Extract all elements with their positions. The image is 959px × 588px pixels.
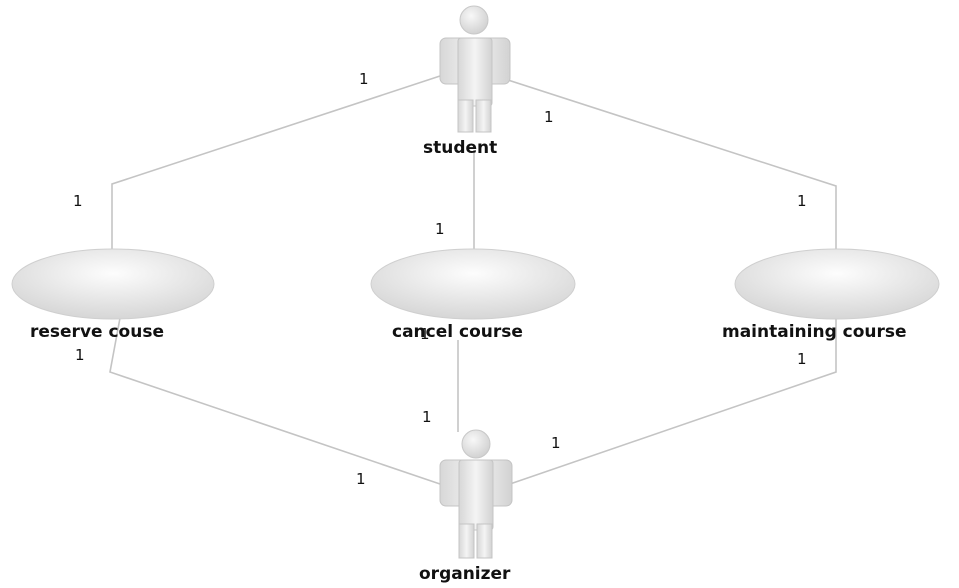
use-case-cancel-ellipse[interactable] xyxy=(370,248,576,320)
mult-organizer-maintain: 1 xyxy=(551,434,561,452)
use-case-reserve-ellipse[interactable] xyxy=(11,248,215,320)
mult-maintain-student: 1 xyxy=(797,192,807,210)
mult-maintain-organizer: 1 xyxy=(797,350,807,368)
assoc-student-reserve[interactable] xyxy=(111,75,441,250)
organizer-actor-icon[interactable] xyxy=(439,429,513,559)
mult-organizer-reserve: 1 xyxy=(356,470,366,488)
use-case-reserve-label: reserve couse xyxy=(30,322,164,342)
mult-student-maintain: 1 xyxy=(544,108,554,126)
use-case-cancel-label: cancel course xyxy=(392,322,523,342)
mult-reserve-organizer: 1 xyxy=(75,346,85,364)
organizer-label: organizer xyxy=(419,564,511,584)
assoc-organizer-reserve[interactable] xyxy=(109,317,441,485)
assoc-student-maintain[interactable] xyxy=(507,79,837,250)
student-actor-icon[interactable] xyxy=(439,5,511,133)
mult-reserve-student: 1 xyxy=(73,192,83,210)
use-case-maintain-label: maintaining course xyxy=(722,322,907,342)
association-lines xyxy=(109,75,837,485)
mult-cancel-organizer: 1 xyxy=(420,325,430,343)
mult-student-reserve: 1 xyxy=(359,70,369,88)
mult-cancel-student: 1 xyxy=(435,220,445,238)
mult-organizer-cancel: 1 xyxy=(422,408,432,426)
student-label: student xyxy=(423,138,498,158)
use-case-maintain-ellipse[interactable] xyxy=(734,248,940,320)
assoc-organizer-maintain[interactable] xyxy=(509,318,837,485)
